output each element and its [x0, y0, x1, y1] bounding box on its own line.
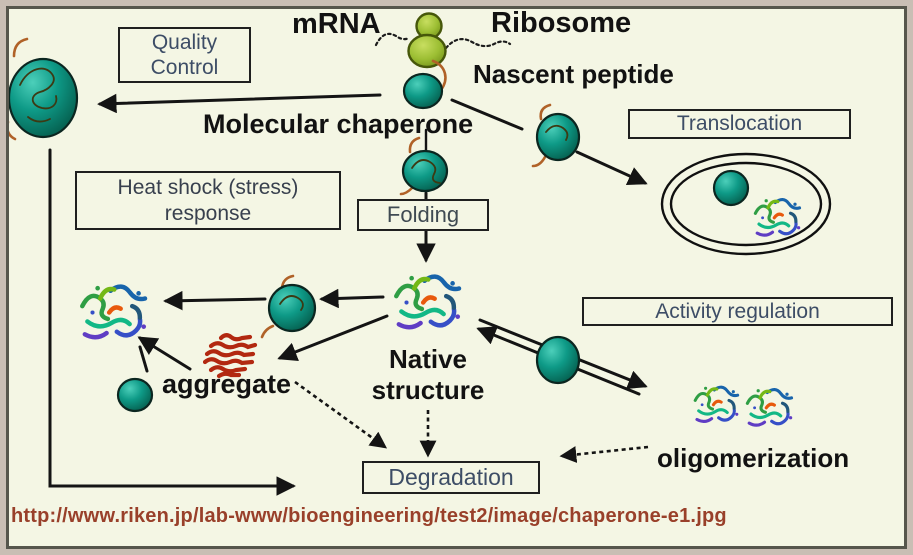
arrow-native-to-aggregate — [277, 314, 389, 362]
aggregate-label: aggregate — [162, 369, 292, 399]
folded-protein-icon-left — [82, 286, 146, 337]
chaperone-sphere-activity — [535, 335, 581, 385]
oligomer-protein-icon-1 — [693, 384, 741, 424]
oligomer-protein-icon-2 — [745, 387, 795, 427]
degradation-box: Degradation — [362, 461, 540, 494]
native-structure-line1: Native — [388, 344, 468, 374]
source-url-text: http://www.riken.jp/lab-www/bioengineeri… — [11, 505, 727, 527]
arrow-to-quality-control — [97, 93, 382, 114]
arrow-aggregate-to-folded — [137, 336, 192, 373]
mrna-label: mRNA — [292, 8, 381, 40]
arrow-into-organelle — [575, 150, 648, 185]
mrna-strand-icon — [374, 32, 512, 50]
organelle-icon — [660, 152, 832, 256]
native-structure-line2: structure — [371, 375, 485, 406]
folding-box: Folding — [357, 199, 489, 231]
chaperone-sphere-aggregate-bullet — [116, 377, 154, 413]
arrow-quality-control-to-degradation — [48, 148, 296, 496]
arrow-native-to-chaperone — [319, 288, 385, 309]
native-structure-icon — [396, 276, 460, 327]
arrow-oligomer-to-degradation — [559, 445, 649, 463]
translocation-box: Translocation — [628, 109, 851, 139]
quality-control-box: Quality Control — [118, 27, 251, 83]
heat-shock-line1: Heat shock (stress) — [117, 176, 299, 200]
oligomerization-label: oligomerization — [657, 443, 850, 473]
chaperone-sphere-translocation — [531, 103, 581, 168]
molecular-chaperone-label: Molecular chaperone — [203, 109, 474, 139]
quality-control-line1: Quality — [151, 30, 218, 54]
chaperone-sphere-refolding — [260, 274, 317, 339]
ribosome-icon — [407, 12, 447, 69]
native-structure-label: Native structure — [352, 344, 504, 406]
activity-regulation-box: Activity regulation — [582, 297, 893, 326]
line-to-translocation-sphere — [450, 98, 524, 131]
arrow-chaperone-to-folded — [163, 290, 267, 311]
chaperone-sphere-quality-control — [6, 37, 79, 141]
quality-control-line2: Control — [150, 56, 219, 79]
chaperone-sphere-nascent — [402, 72, 444, 110]
ribosome-label: Ribosome — [491, 7, 632, 39]
arrow-aggregate-to-degradation — [294, 380, 388, 449]
heat-shock-line2: response — [164, 201, 252, 225]
heat-shock-response-box: Heat shock (stress) response — [75, 171, 341, 230]
chaperone-sphere-folding — [399, 136, 449, 196]
nascent-peptide-label: Nascent peptide — [473, 59, 674, 89]
